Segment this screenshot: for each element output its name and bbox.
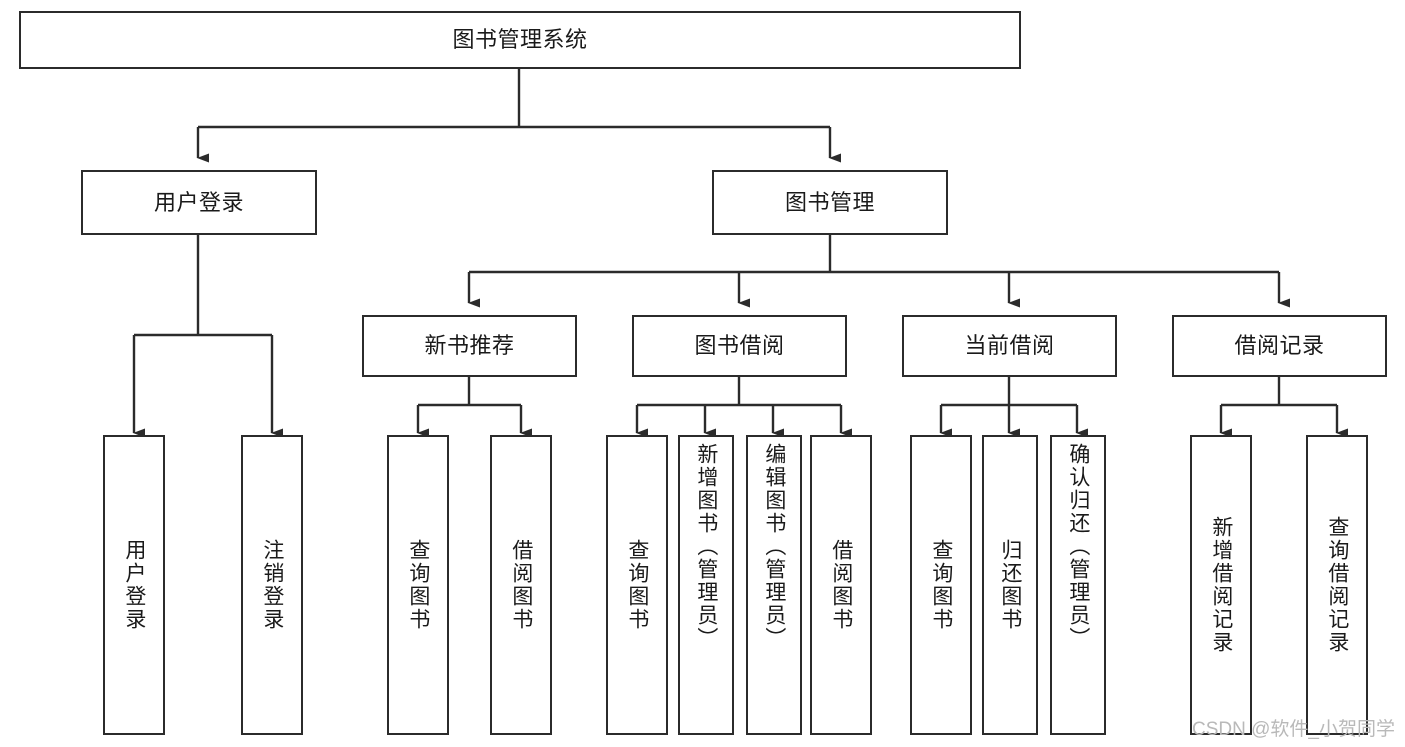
node-label: 新书推荐 [424, 333, 515, 359]
node-label: 新增借阅记录 [1209, 516, 1233, 654]
node-leaf-add-borrow-record[interactable]: 新增借阅记录 [1190, 435, 1252, 735]
node-leaf-edit-book[interactable]: 编辑图书（管理员） [746, 435, 802, 735]
node-leaf-login[interactable]: 用户登录 [103, 435, 165, 735]
node-label: 用户登录 [153, 189, 244, 215]
node-label: 查询图书 [625, 539, 649, 631]
node-leaf-query-book-3[interactable]: 查询图书 [910, 435, 972, 735]
node-label: 新增图书（管理员） [694, 443, 718, 650]
csdn-watermark: CSDN @软件_小贺同学 [1192, 719, 1395, 740]
node-leaf-confirm-return[interactable]: 确认归还（管理员） [1050, 435, 1106, 735]
node-leaf-borrow-book-2[interactable]: 借阅图书 [810, 435, 872, 735]
node-root-book-management-system[interactable]: 图书管理系统 [19, 11, 1021, 69]
node-new-book-recommend[interactable]: 新书推荐 [362, 315, 577, 377]
node-label: 查询借阅记录 [1325, 516, 1349, 654]
node-leaf-query-book-2[interactable]: 查询图书 [606, 435, 668, 735]
node-leaf-query-borrow-record[interactable]: 查询借阅记录 [1306, 435, 1368, 735]
node-label: 确认归还（管理员） [1066, 443, 1090, 650]
node-label: 图书借阅 [694, 333, 785, 359]
node-label: 归还图书 [998, 539, 1022, 631]
node-label: 借阅图书 [829, 539, 853, 631]
node-leaf-logout[interactable]: 注销登录 [241, 435, 303, 735]
node-label: 编辑图书（管理员） [762, 443, 786, 650]
node-leaf-return-book[interactable]: 归还图书 [982, 435, 1038, 735]
node-user-login[interactable]: 用户登录 [81, 170, 317, 235]
node-label: 借阅图书 [509, 539, 533, 631]
node-borrow-record[interactable]: 借阅记录 [1172, 315, 1387, 377]
node-book-manage[interactable]: 图书管理 [712, 170, 948, 235]
node-label: 当前借阅 [964, 333, 1055, 359]
node-label: 图书管理 [784, 189, 875, 215]
node-leaf-borrow-book-1[interactable]: 借阅图书 [490, 435, 552, 735]
node-label: 用户登录 [122, 539, 146, 631]
node-book-borrow[interactable]: 图书借阅 [632, 315, 847, 377]
node-label: 借阅记录 [1234, 333, 1325, 359]
node-label: 查询图书 [929, 539, 953, 631]
node-label: 注销登录 [260, 539, 284, 631]
node-label: 图书管理系统 [452, 27, 588, 53]
node-leaf-query-book-1[interactable]: 查询图书 [387, 435, 449, 735]
node-current-borrow[interactable]: 当前借阅 [902, 315, 1117, 377]
node-label: 查询图书 [406, 539, 430, 631]
node-leaf-add-book[interactable]: 新增图书（管理员） [678, 435, 734, 735]
